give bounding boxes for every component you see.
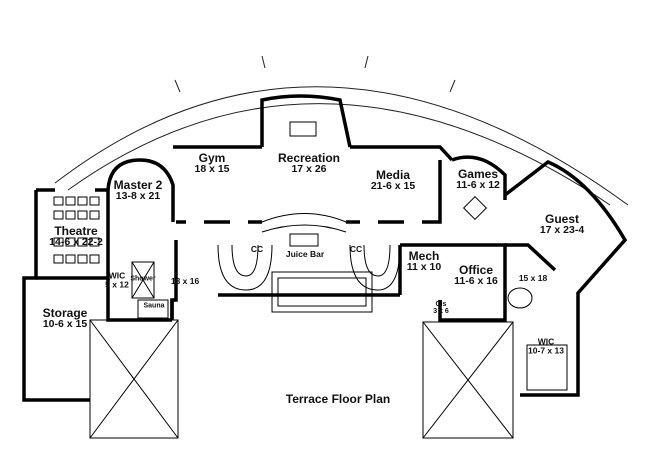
room-name: Media — [375, 167, 410, 182]
room-name: Games — [457, 166, 499, 181]
room-juice-bar: Juice Bar — [285, 248, 325, 259]
room-size: 18 x 15 — [194, 162, 230, 175]
room-guest: Guest 17 x 23-4 — [540, 213, 584, 236]
room-sauna: Sauna — [143, 302, 165, 310]
room-size: 21-6 x 15 — [370, 179, 416, 192]
room-size: 14-6 x 22-2 — [49, 235, 103, 248]
room-guest-wic: WIC 10-7 x 13 — [528, 336, 564, 355]
room-size: 10-7 x 13 — [528, 345, 564, 355]
room-size: 17 x 23-4 — [539, 223, 585, 236]
room-mech: Mech 11 x 10 — [407, 250, 441, 273]
room-name: Cls — [435, 301, 447, 308]
room-guest-bath: 15 x 18 — [518, 272, 548, 283]
room-master-2: Master 2 13-8 x 21 — [114, 179, 163, 202]
room-name: Office — [458, 262, 494, 277]
room-master-wic: WIC 5 x 12 — [105, 270, 129, 289]
room-name: Master 2 — [113, 177, 163, 192]
room-cc-left: CC — [250, 243, 264, 254]
terrace-outer-arc — [54, 86, 629, 206]
room-size: 11 x 10 — [406, 260, 442, 273]
room-size: 10-6 x 15 — [42, 317, 88, 330]
room-closet: Cls 3 x 6 — [433, 301, 449, 315]
room-size: 5 x 12 — [105, 279, 129, 289]
room-name: Recreation — [277, 150, 341, 165]
terrace-inner-arc — [67, 103, 611, 206]
plan-title: Terrace Floor Plan — [285, 392, 391, 406]
room-name: WIC — [537, 336, 555, 347]
room-size: 3 x 6 — [433, 308, 449, 315]
room-recreation: Recreation 17 x 26 — [278, 152, 340, 175]
room-size: 11-6 x 16 — [454, 274, 498, 287]
room-size: 11-6 x 12 — [456, 178, 500, 191]
room-cc-right: CC — [349, 243, 363, 254]
room-office: Office 11-6 x 16 — [454, 264, 498, 287]
theatre-seats — [53, 196, 100, 264]
room-name: Theatre — [54, 223, 98, 238]
room-size: 17 x 26 — [291, 162, 327, 175]
room-shower: Shower — [130, 275, 156, 283]
room-media: Media 21-6 x 15 — [371, 169, 415, 192]
room-storage: Storage 10-6 x 15 — [43, 307, 88, 330]
room-name: Mech — [408, 248, 440, 263]
room-master-bath: 18 x 16 — [170, 275, 200, 286]
room-name: Storage — [42, 305, 88, 320]
room-games: Games 11-6 x 12 — [456, 168, 500, 191]
room-theatre: Theatre 14-6 x 22-2 — [49, 225, 103, 248]
room-name: Guest — [544, 211, 579, 226]
room-name: Gym — [198, 150, 226, 165]
room-name: WIC — [108, 270, 126, 281]
room-size: 13-8 x 21 — [115, 189, 161, 202]
wall — [22, 190, 38, 322]
room-gym: Gym 18 x 15 — [194, 152, 229, 175]
